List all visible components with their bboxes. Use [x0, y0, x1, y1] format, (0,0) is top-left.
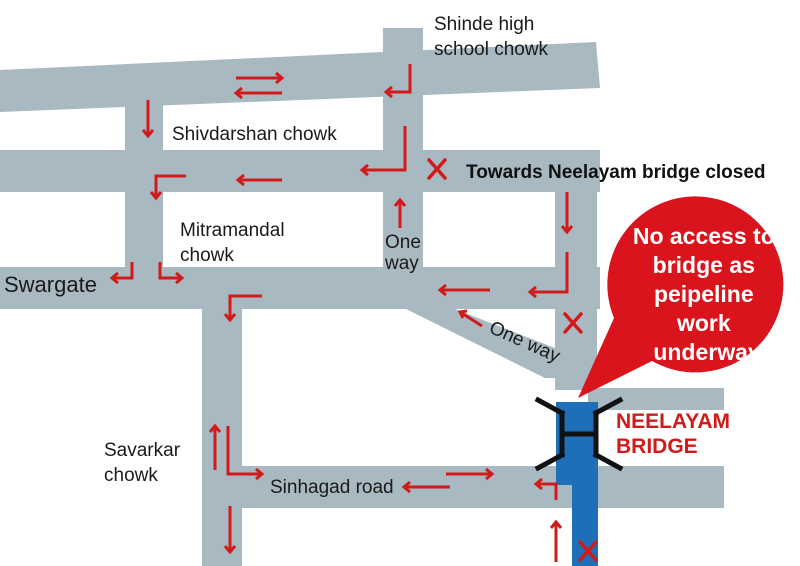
label-neelayam-bridge: NEELAYAM BRIDGE: [616, 410, 736, 458]
label-swargate: Swargate: [4, 272, 97, 297]
arrow-icon: [560, 192, 574, 235]
arrow-icon: [233, 86, 282, 100]
arrow-icon: [359, 126, 407, 177]
arrow-icon: [226, 426, 265, 481]
x-mark-icon: [563, 312, 583, 334]
arrow-icon: [149, 174, 186, 201]
bridge-icon: [534, 396, 624, 472]
road-one-way-diagonal: [388, 300, 560, 378]
callout-line: underway: [653, 339, 761, 365]
arrow-icon: [401, 480, 450, 494]
road-savarkar-vertical: [202, 300, 242, 566]
arrow-icon: [549, 519, 563, 562]
arrow-icon: [236, 71, 285, 85]
arrow-icon: [446, 467, 495, 481]
arrow-icon: [208, 423, 222, 470]
label-savarkar-chowk: Savarkar chowk: [104, 440, 185, 486]
arrow-icon: [393, 197, 407, 228]
road-shivdarshan: [0, 150, 600, 192]
closure-marks: [427, 158, 598, 562]
label-one-way-vertical: One way: [384, 232, 426, 274]
arrow-icon: [235, 173, 282, 187]
arrow-icon: [383, 64, 412, 99]
road-network: [0, 28, 724, 566]
arrow-icon: [223, 506, 237, 555]
label-mitramandal-chowk: Mitramandal chowk: [180, 220, 290, 266]
arrow-icon: [457, 309, 483, 328]
label-neelayam-closed: Towards Neelayam bridge closed: [466, 162, 766, 183]
x-mark-icon: [578, 540, 598, 562]
label-sinhagad-road: Sinhagad road: [270, 477, 394, 498]
closure-callout-bubble: [578, 196, 784, 398]
arrow-icon: [533, 477, 558, 500]
arrow-icon: [109, 262, 134, 285]
neelayam-bridge-deck: [556, 402, 598, 566]
label-shinde-chowk: Shinde high school chowk: [434, 14, 549, 60]
callout-line: bridge as: [653, 252, 755, 278]
road-mitramandal: [0, 267, 600, 309]
road-east-stub: [588, 388, 724, 410]
arrow-icon: [527, 252, 569, 299]
callout-text: No access to bridge as peipeline work un…: [633, 223, 781, 365]
arrow-icon: [223, 294, 262, 323]
callout-line: peipeline: [654, 281, 754, 307]
arrow-icon: [141, 100, 155, 139]
label-shivdarshan-chowk: Shivdarshan chowk: [172, 124, 337, 145]
direction-arrows: [109, 64, 574, 562]
callout-line: No access to: [633, 223, 775, 249]
callout-line: work: [676, 310, 731, 336]
x-mark-icon: [427, 158, 447, 180]
arrow-icon: [158, 262, 185, 285]
arrow-icon: [437, 283, 490, 297]
